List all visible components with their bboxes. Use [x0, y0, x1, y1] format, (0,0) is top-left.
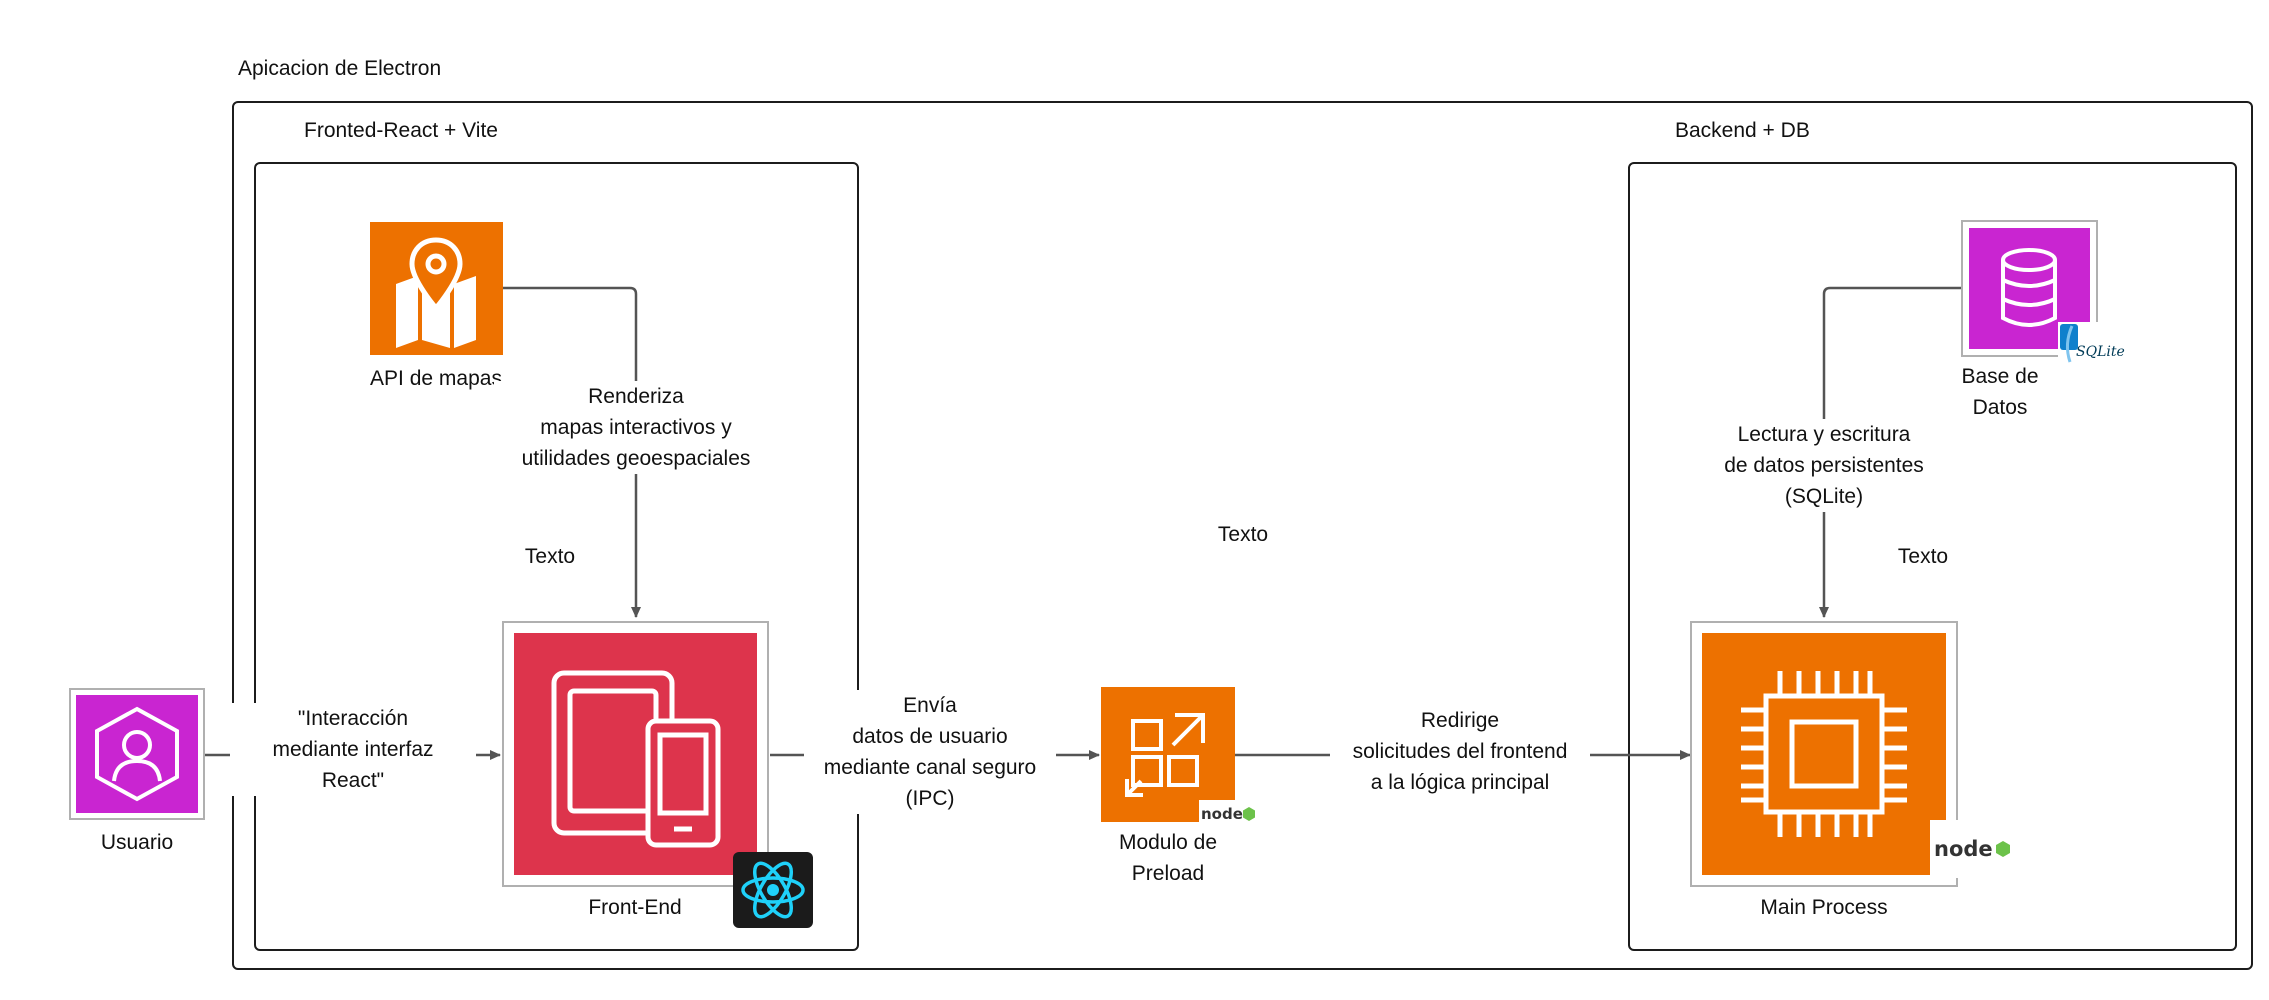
edge-label-preload-main: Redirige solicitudes del frontend a la l…: [1330, 705, 1590, 798]
api-mapas-label: API de mapas: [370, 367, 502, 390]
svg-text:node: node: [1201, 805, 1243, 823]
front-end-node[interactable]: [502, 621, 769, 887]
frontend-frame: [254, 162, 859, 951]
main-process-label: Main Process: [1760, 896, 1888, 919]
electron-app-frame: [232, 101, 2253, 970]
modulo-preload-label: Modulo de Preload: [1118, 831, 1218, 885]
placeholder-text-backend: Texto: [1897, 545, 1949, 568]
edge-db-main: [1819, 286, 1961, 618]
modulo-preload-node[interactable]: [1101, 687, 1235, 822]
modules-icon: [1125, 713, 1205, 797]
edge-label-db-main: Lectura y escritura de datos persistente…: [1696, 419, 1952, 512]
svg-text:node: node: [1934, 837, 1993, 861]
edge-label-front-preload: Envía datos de usuario mediante canal se…: [804, 690, 1056, 814]
sqlite-logo-icon: SQLite: [2058, 322, 2128, 370]
placeholder-text-middle: Texto: [1217, 523, 1269, 546]
node-logo-icon-main: node: [1930, 820, 2014, 878]
api-mapas-node[interactable]: [370, 222, 503, 355]
map-pin-icon: [396, 237, 476, 348]
usuario-label: Usuario: [100, 831, 174, 854]
edge-label-usuario-front: "Interacción mediante interfaz React": [230, 703, 476, 796]
sqlite-badge-text: SQLite: [2076, 344, 2125, 360]
edge-api-front: [502, 286, 641, 618]
backend-frame: [1628, 162, 2237, 951]
usuario-node[interactable]: [69, 688, 205, 820]
group-title-electron: Apicacion de Electron: [238, 57, 442, 80]
placeholder-text-frontend: Texto: [524, 545, 576, 568]
node-logo-icon: node: [1199, 800, 1257, 826]
react-logo-icon: [733, 852, 813, 928]
main-process-node[interactable]: [1690, 621, 1958, 887]
edge-label-api-front: Renderiza mapas interactivos y utilidade…: [494, 381, 778, 474]
front-end-label: Front-End: [588, 896, 682, 919]
group-title-frontend: Fronted-React + Vite: [304, 119, 498, 142]
group-title-backend: Backend + DB: [1675, 119, 1810, 142]
devices-icon: [514, 633, 757, 875]
cpu-icon: [1702, 633, 1946, 875]
user-icon: [76, 695, 198, 813]
base-datos-label: Base de Datos: [1961, 365, 2039, 419]
